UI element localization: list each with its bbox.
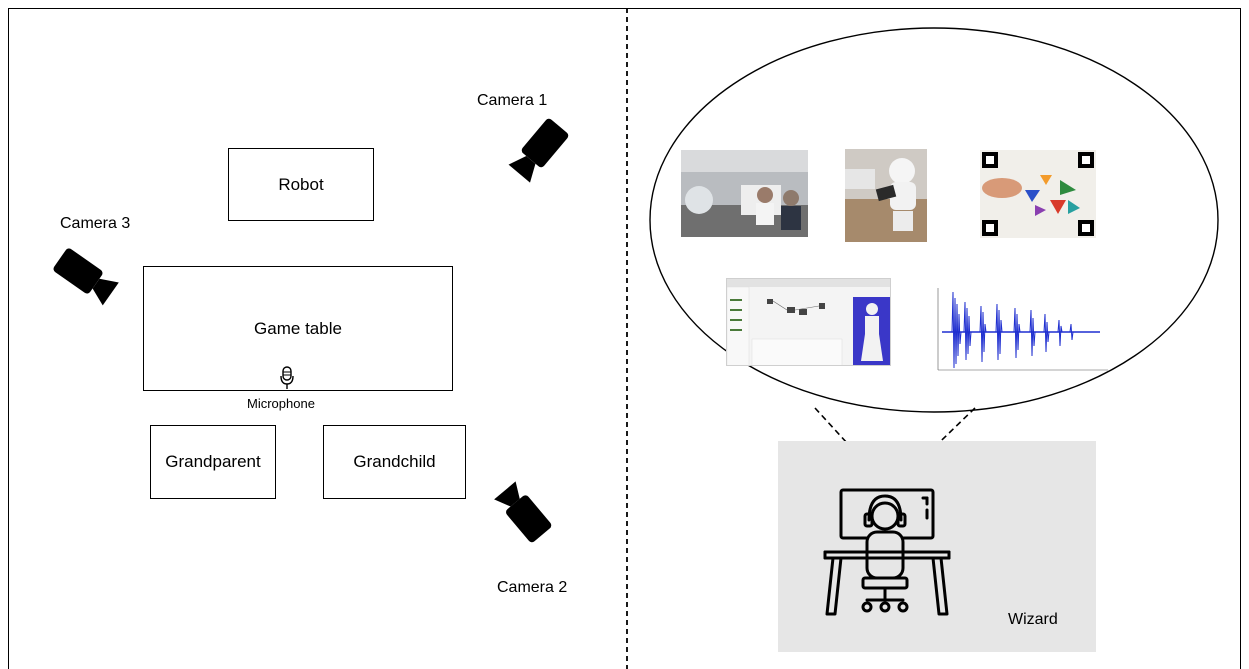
camera-view-thumbnail-1 [681,150,808,237]
camera-2-label: Camera 2 [497,579,568,596]
camera-3-video-camera-icon [53,248,119,306]
camera-view-thumbnail-3 [980,150,1096,238]
camera-2-video-camera-icon [494,481,552,543]
camera-3-label: Camera 3 [60,215,131,232]
robot-label: Robot [278,174,324,194]
robot-software-screenshot [726,278,891,366]
microphone-icon [280,366,294,389]
diagram-frame [8,8,1241,669]
wizard-panel [778,441,1096,652]
game-table-label: Game table [254,318,342,338]
grandchild-label: Grandchild [353,452,436,471]
camera-view-thumbnail-2 [845,149,927,242]
robot-box: Robot [228,148,374,221]
game-table-box: Game table [143,266,453,391]
grandparent-box: Grandparent [150,425,276,499]
grandchild-box: Grandchild [323,425,466,499]
camera-1-label: Camera 1 [477,92,548,109]
person-at-computer-with-headphones-icon [823,488,951,616]
grandparent-label: Grandparent [165,452,261,471]
microphone-label: Microphone [247,396,315,411]
wizard-label: Wizard [1008,611,1058,628]
audio-waveform-plot [930,284,1110,379]
divider-line [626,8,628,669]
camera-1-video-camera-icon [508,118,569,183]
